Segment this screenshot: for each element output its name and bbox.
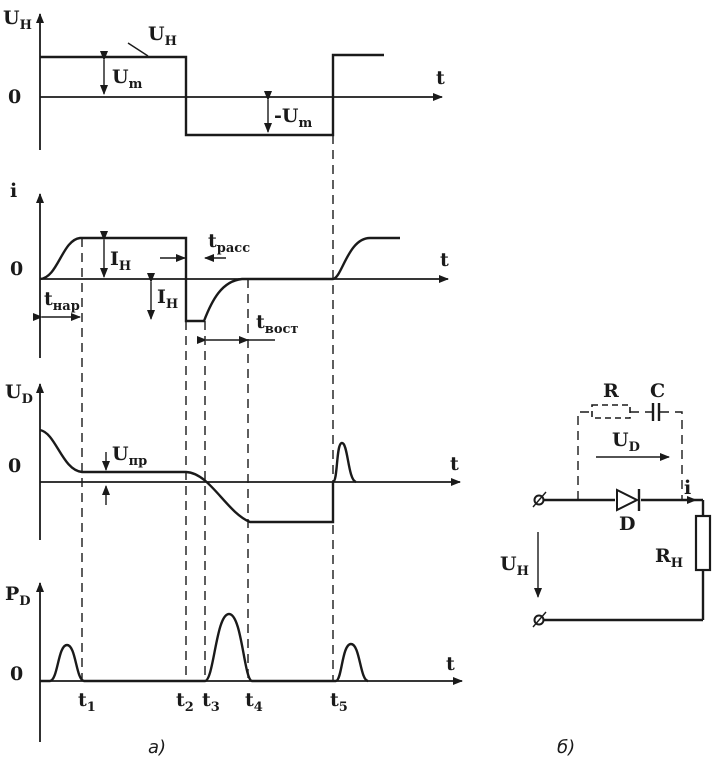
circuit-schematic: R C UD D i UH RH (500, 380, 712, 628)
um-label: Um (112, 66, 143, 92)
upr-label: Uпр (112, 443, 147, 469)
pd-axis-label: PD (5, 583, 31, 609)
graph-diode-power: PD 0 t (5, 582, 463, 742)
ud-t-label: t (450, 453, 459, 475)
time-label-t4: t4 (245, 689, 263, 715)
r-label: R (603, 380, 619, 402)
rh-label: RH (655, 545, 683, 571)
terminal-bottom (532, 611, 547, 628)
ud-axis-label: UD (5, 381, 33, 407)
uh-square-wave (40, 53, 384, 137)
uh-wave-label: UH (148, 23, 177, 49)
neg-um-label: -Um (274, 105, 312, 131)
ih-forward-label: IH (110, 248, 131, 274)
time-marker-labels: t1 t2 t3 t4 t5 (78, 689, 348, 715)
i-current-wave (39, 236, 400, 323)
graph-diode-voltage: UD 0 t Uпр (5, 381, 461, 540)
caption-b: б) (557, 737, 575, 758)
i-axis-label: i (10, 180, 17, 202)
parasitic-rc-network (577, 403, 683, 500)
parasitic-resistor (591, 404, 631, 419)
uh-zero-label: 0 (8, 86, 21, 108)
time-label-t3: t3 (202, 689, 220, 715)
ud-zero-label: 0 (8, 455, 21, 477)
uh-t-label: t (436, 67, 445, 89)
terminal-top (532, 491, 547, 508)
time-marker-lines (81, 135, 334, 681)
ud-spike (331, 441, 357, 484)
uh-circuit-label: UH (500, 553, 529, 579)
i-zero-label: 0 (10, 258, 23, 280)
pd-t-label: t (446, 653, 455, 675)
uh-axis-label: UH (3, 7, 32, 33)
ih-reverse-label: IH (157, 286, 178, 312)
graph-current: i 0 t IH IH tнар tрасс tвост (10, 180, 449, 358)
graph-source-voltage: UH 0 t UH Um -Um (3, 7, 445, 150)
load-resistor (694, 514, 712, 572)
c-label: C (650, 380, 665, 402)
rc-dash-right (660, 411, 683, 500)
time-label-t5: t5 (330, 689, 348, 715)
t-nar-label: tнар (44, 288, 80, 314)
ud-circuit-label: UD (612, 429, 640, 455)
pd-power-wave (40, 612, 369, 683)
time-label-t1: t1 (78, 689, 96, 715)
t-rass-label: tрасс (208, 230, 250, 256)
rc-dash-left (577, 411, 592, 500)
t-vost-label: tвост (256, 311, 298, 337)
diode-symbol (616, 488, 641, 512)
diode-label: D (619, 513, 635, 535)
i-t-label: t (440, 249, 449, 271)
pd-zero-label: 0 (10, 663, 23, 685)
time-label-t2: t2 (176, 689, 194, 715)
i-circuit-label: i (684, 477, 691, 499)
uh-leader-line (127, 42, 149, 57)
caption-a: а) (148, 737, 166, 758)
